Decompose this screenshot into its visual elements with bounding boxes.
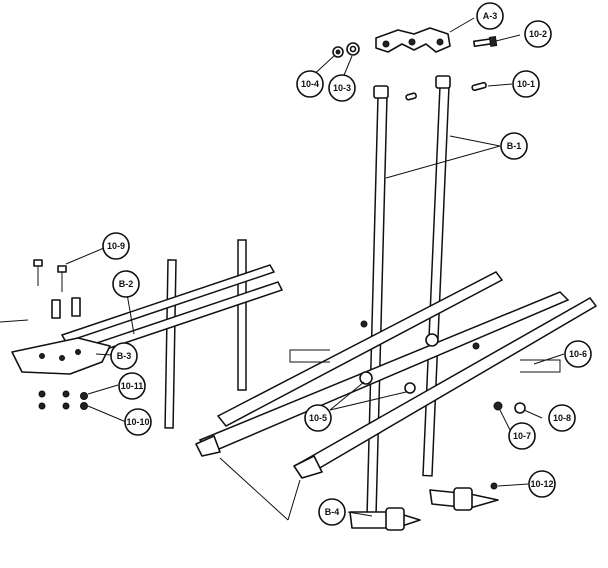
- callout-10-3: 10-3: [328, 74, 356, 102]
- callout-b2-label: B-2: [119, 279, 134, 289]
- callout-b3-label: B-3: [117, 351, 132, 361]
- base-rail-lower: [293, 297, 598, 479]
- u-bolt-left: [289, 349, 330, 363]
- callout-b1: B-1: [500, 132, 528, 160]
- callout-a3-label: A-3: [483, 11, 498, 21]
- bolts-10-9: [33, 259, 81, 319]
- callout-b1-label: B-1: [507, 141, 522, 151]
- callout-10-7: 10-7: [508, 422, 536, 450]
- callout-10-10: 10-10: [124, 408, 152, 436]
- base-rail-rear: [216, 271, 504, 427]
- top-bracket-a3: [375, 27, 451, 53]
- foot-b4-left: [349, 507, 421, 531]
- callout-10-1: 10-1: [512, 70, 540, 98]
- pins-10-1: [405, 81, 487, 101]
- callout-a3: A-3: [476, 2, 504, 30]
- callout-10-2: 10-2: [524, 20, 552, 48]
- u-bolt-10-6: [520, 359, 561, 373]
- hardware-10-7-10-8: [493, 401, 526, 414]
- upright-b1-right: [422, 75, 451, 477]
- washer-10-3: [346, 42, 360, 56]
- callout-10-2-label: 10-2: [529, 29, 547, 39]
- bolt-10-2: [473, 36, 498, 48]
- callout-10-7-label: 10-7: [513, 431, 531, 441]
- callout-10-8: 10-8: [548, 404, 576, 432]
- callout-b2: B-2: [112, 270, 140, 298]
- upright-b1-left: [365, 85, 389, 527]
- callout-10-5-label: 10-5: [309, 413, 327, 423]
- callout-10-6: 10-6: [564, 340, 592, 368]
- callout-10-10-label: 10-10: [126, 417, 149, 427]
- callout-10-4-label: 10-4: [301, 79, 319, 89]
- callout-b4-label: B-4: [325, 507, 340, 517]
- foot-b4-right: [429, 482, 499, 511]
- callout-10-11-label: 10-11: [121, 381, 144, 391]
- callout-10-1-label: 10-1: [517, 79, 535, 89]
- callout-10-6-label: 10-6: [569, 349, 587, 359]
- nuts-10-10-10-11: [38, 390, 88, 410]
- callout-10-3-label: 10-3: [333, 83, 351, 93]
- callout-10-8-label: 10-8: [553, 413, 571, 423]
- edge-leader: [0, 319, 29, 323]
- callout-10-4: 10-4: [296, 70, 324, 98]
- hardware-10-5: [359, 320, 480, 394]
- callout-10-9-label: 10-9: [107, 241, 125, 251]
- callout-10-12-label: 10-12: [530, 479, 553, 489]
- nut-10-4: [332, 46, 344, 58]
- callout-b4: B-4: [318, 498, 346, 526]
- callout-10-11: 10-11: [118, 372, 146, 400]
- callout-10-5: 10-5: [304, 404, 332, 432]
- callout-10-12: 10-12: [528, 470, 556, 498]
- seat-bracket-b3: [11, 337, 111, 375]
- callout-10-9: 10-9: [102, 232, 130, 260]
- left-frame-verticals: [164, 239, 247, 429]
- base-rail-front: [195, 291, 570, 457]
- leader-lines: [65, 17, 565, 521]
- callout-b3: B-3: [110, 342, 138, 370]
